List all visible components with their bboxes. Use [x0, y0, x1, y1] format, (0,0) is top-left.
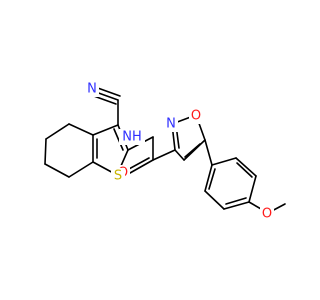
bond: [174, 149, 185, 161]
bond: [94, 86, 121, 97]
bond: [183, 139, 206, 161]
bond: [211, 157, 237, 166]
bond: [248, 175, 257, 203]
bond: [113, 128, 124, 151]
bond: [129, 159, 154, 174]
bond: [236, 162, 253, 178]
bond: [45, 123, 70, 140]
nitrile-n-label: N: [87, 82, 97, 97]
bond: [204, 164, 213, 192]
bond: [184, 143, 201, 158]
bond: [44, 163, 70, 178]
amide-nh-label: NH: [122, 130, 142, 145]
atom-O-methoxy: O: [260, 206, 274, 222]
bond: [68, 161, 94, 178]
atom-O-isoxazole: O: [189, 108, 203, 124]
thiophene-s-label: S: [114, 169, 122, 184]
bond: [126, 157, 150, 171]
isoxazole-o-label: O: [191, 109, 201, 124]
bond: [223, 201, 250, 210]
bond: [225, 197, 247, 205]
bond: [92, 124, 119, 136]
bond: [235, 157, 257, 177]
methoxy-o-label: O: [262, 207, 272, 222]
bond: [152, 149, 176, 161]
bond: [204, 190, 225, 210]
bond: [208, 168, 216, 190]
bonds: [44, 86, 286, 214]
atom-NH-amide: NH: [119, 129, 145, 145]
atom-N-isoxazole: N: [164, 116, 178, 132]
bond: [44, 138, 47, 165]
bond: [68, 123, 94, 136]
atom-N-nitrile: N: [85, 81, 99, 97]
isoxazole-n-label: N: [166, 117, 176, 132]
atom-S-thiophene: S: [111, 168, 125, 184]
molecule-structure: N NH O S N O O: [44, 81, 286, 222]
bond: [204, 139, 213, 166]
